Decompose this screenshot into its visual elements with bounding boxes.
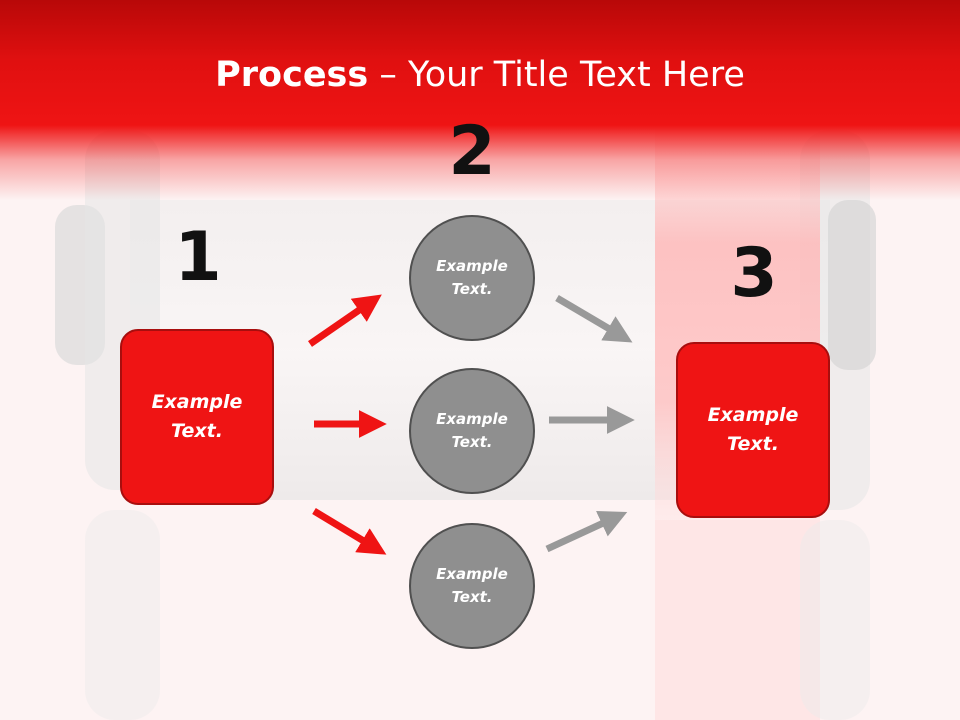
arrow-red-down (312, 508, 387, 555)
step-number-1: 1 (174, 218, 222, 297)
step-number-3: 3 (730, 234, 778, 313)
circle-bottom-label: Example Text. (436, 565, 508, 606)
arrow-gray-up (545, 510, 628, 553)
left-box[interactable]: Example Text. (120, 329, 274, 505)
circle-top-label: Example Text. (436, 257, 508, 298)
circle-middle-label: Example Text. (436, 410, 508, 451)
circle-top[interactable]: Example Text. (409, 215, 535, 341)
slide-title: Process – Your Title Text Here (0, 52, 960, 98)
arrow-red-up (308, 294, 382, 347)
circle-middle[interactable]: Example Text. (409, 368, 535, 494)
title-rest: – Your Title Text Here (368, 55, 745, 95)
step-number-2: 2 (448, 112, 496, 191)
right-box[interactable]: Example Text. (676, 342, 830, 518)
arrow-gray-down (555, 294, 633, 343)
circle-bottom[interactable]: Example Text. (409, 523, 535, 649)
title-banner (0, 0, 960, 200)
title-bold: Process (215, 55, 369, 95)
right-box-label: Example Text. (707, 404, 799, 455)
left-box-label: Example Text. (151, 391, 243, 442)
